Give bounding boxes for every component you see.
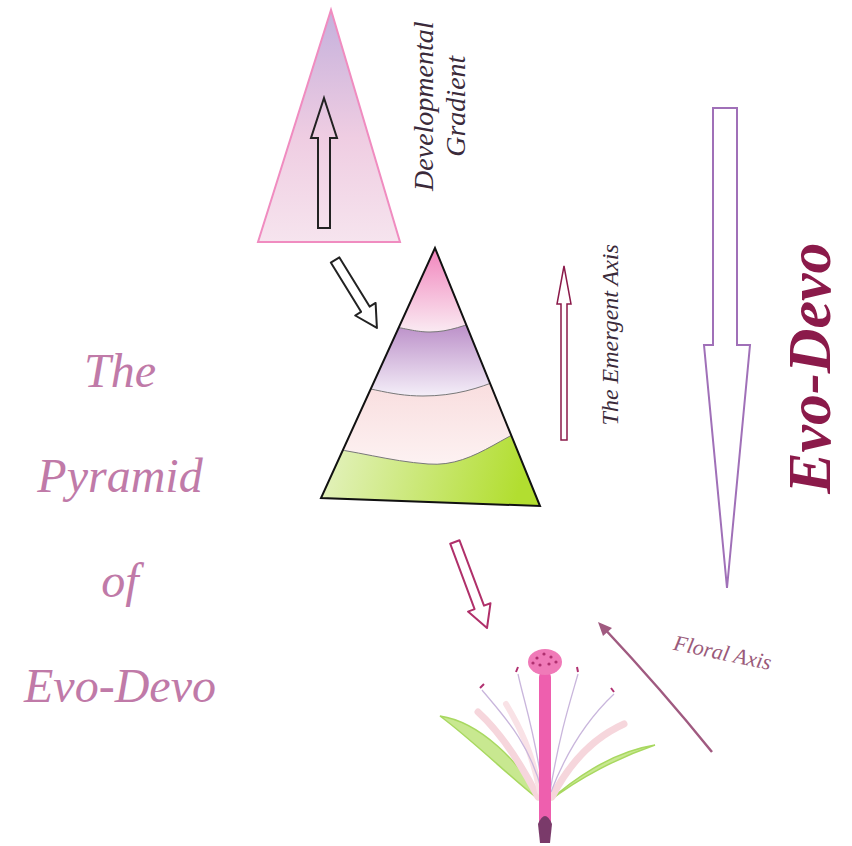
top-pink-layer [313,241,558,332]
gradient-triangle [258,10,400,242]
pistil [539,677,551,830]
axis-label: Developmental Gradient [408,11,472,201]
purple-layer [313,241,558,396]
stigma-dots [531,652,557,666]
axis-label: Floral Axis [671,629,773,674]
up-arrow [311,98,337,228]
stamen [551,694,614,792]
flower-base [538,816,552,843]
stamen [550,674,578,792]
gradient-triangle-node: Developmental Gradient [255,6,480,246]
diagram-title: The Pyramid of Evo-Devo [0,318,240,738]
pyramid-outline [321,248,540,506]
side-label: Evo-Devo [774,242,842,493]
floral-axis-arrowhead [598,622,612,636]
pink-layer [313,241,558,464]
block-arrow [450,540,490,628]
flower-node: Floral Axis [420,632,790,846]
petal [552,724,624,797]
node-shape [318,246,640,512]
petal [506,704,540,792]
stamen [482,690,542,792]
stigma [528,649,562,675]
green-layer [313,241,563,521]
block-arrow [331,257,377,328]
big-down-arrow [704,108,750,588]
emergent-arrow [557,266,571,440]
pyramid-node: The Emergent Axis [318,246,640,512]
axis-label: The Emergent Axis [596,244,624,425]
